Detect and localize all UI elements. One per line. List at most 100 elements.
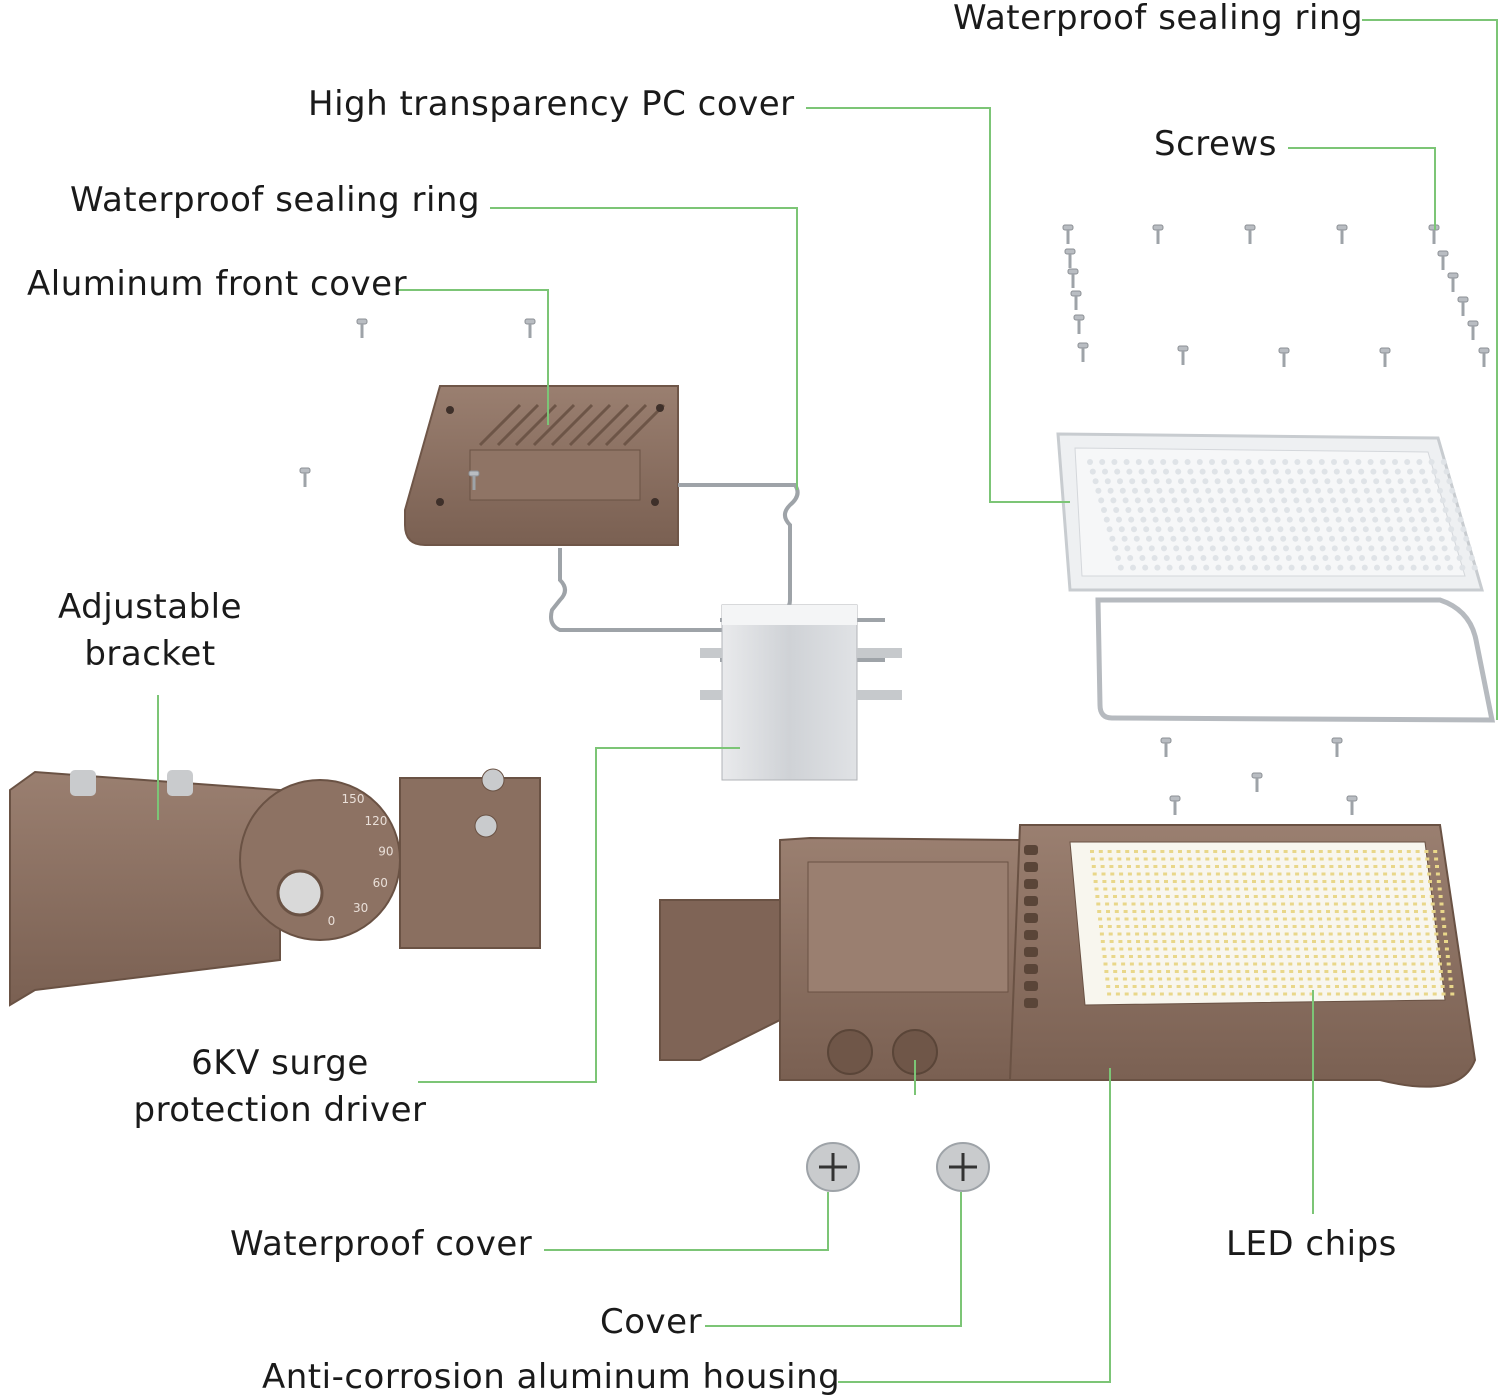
led-chip bbox=[1153, 865, 1158, 868]
led-chip bbox=[1182, 887, 1187, 891]
led-chip bbox=[1286, 947, 1291, 951]
led-chip bbox=[1361, 985, 1366, 988]
lens-bead bbox=[1225, 516, 1232, 523]
led-chip bbox=[1118, 865, 1123, 868]
led-chip bbox=[1100, 865, 1105, 868]
led-chip bbox=[1191, 962, 1196, 966]
lens-bead bbox=[1227, 564, 1234, 571]
led-chip bbox=[1268, 940, 1272, 943]
led-chip bbox=[1094, 887, 1099, 891]
led-chip bbox=[1359, 895, 1364, 898]
lens-bead bbox=[1136, 545, 1143, 552]
led-chip bbox=[1119, 872, 1124, 876]
led-chip bbox=[1249, 932, 1254, 936]
leader-front-cover bbox=[398, 289, 549, 425]
lens-bead bbox=[1297, 468, 1304, 475]
led-chip bbox=[1238, 985, 1243, 988]
led-chip bbox=[1228, 902, 1233, 906]
lens-bead bbox=[1154, 564, 1161, 571]
lens-bead bbox=[1430, 507, 1437, 513]
lens-bead bbox=[1204, 526, 1211, 533]
lens-bead bbox=[1149, 507, 1156, 513]
lens-bead bbox=[1171, 497, 1178, 504]
led-chip bbox=[1339, 872, 1344, 876]
lens-bead bbox=[1411, 526, 1418, 533]
lens-bead bbox=[1444, 555, 1451, 561]
led-chip bbox=[1426, 940, 1431, 943]
lens-bead bbox=[1400, 487, 1407, 494]
led-chip bbox=[1338, 865, 1343, 868]
led-chip bbox=[1215, 940, 1220, 943]
led-chip bbox=[1280, 970, 1285, 973]
led-chip bbox=[1209, 895, 1214, 898]
lens-bead bbox=[1432, 555, 1439, 561]
lens-bead bbox=[1282, 459, 1289, 465]
lens-bead bbox=[1407, 468, 1413, 475]
lens-bead bbox=[1294, 459, 1301, 465]
screw bbox=[1152, 224, 1164, 244]
led-chip bbox=[1174, 970, 1179, 973]
led-chip bbox=[1406, 992, 1411, 996]
led-chip bbox=[1293, 932, 1298, 936]
led-chip bbox=[1310, 925, 1315, 928]
lens-bead bbox=[1092, 478, 1099, 485]
led-chip bbox=[1343, 985, 1348, 988]
led-chip bbox=[1124, 917, 1129, 921]
led-chip bbox=[1404, 977, 1409, 981]
led-chip bbox=[1179, 932, 1184, 936]
led-chip bbox=[1122, 977, 1127, 981]
lens-bead bbox=[1357, 507, 1364, 513]
lens-bead bbox=[1361, 564, 1368, 571]
led-chip bbox=[1146, 955, 1151, 958]
lens-bead bbox=[1292, 535, 1299, 542]
led-chip bbox=[1247, 917, 1252, 921]
led-chip bbox=[1185, 910, 1190, 913]
lens-bead bbox=[1441, 545, 1448, 552]
led-chip bbox=[1296, 955, 1301, 958]
led-chip bbox=[1143, 857, 1148, 861]
lens-bead bbox=[1124, 545, 1131, 552]
lens-bead bbox=[1139, 555, 1146, 561]
led-chip bbox=[1114, 977, 1119, 981]
lens-bead bbox=[1336, 478, 1343, 485]
lens-bead bbox=[1353, 535, 1360, 542]
lens-bead bbox=[1179, 526, 1186, 533]
led-chip bbox=[1291, 992, 1296, 996]
led-chip bbox=[1295, 947, 1300, 951]
led-chip bbox=[1163, 947, 1168, 951]
lens-bead bbox=[1270, 545, 1277, 552]
led-chip bbox=[1356, 940, 1360, 943]
led-chip bbox=[1285, 865, 1290, 868]
led-chip bbox=[1179, 865, 1184, 868]
led-chip bbox=[1431, 910, 1436, 913]
led-chip bbox=[1120, 887, 1125, 891]
led-chip bbox=[1180, 947, 1185, 951]
led-chip bbox=[1379, 985, 1383, 988]
led-chip bbox=[1196, 932, 1201, 936]
lens-bead bbox=[1229, 487, 1236, 494]
led-chip bbox=[1283, 850, 1288, 853]
lens-bead bbox=[1287, 478, 1294, 485]
led-chip bbox=[1257, 925, 1262, 928]
led-chip bbox=[1355, 932, 1360, 936]
led-chip bbox=[1334, 977, 1339, 981]
lens-bead bbox=[1447, 564, 1454, 571]
led-chip bbox=[1262, 970, 1267, 973]
led-chip bbox=[1401, 955, 1406, 958]
led-chip bbox=[1438, 895, 1443, 898]
led-chip bbox=[1392, 880, 1397, 883]
led-chip bbox=[1170, 857, 1175, 861]
led-chip bbox=[1151, 850, 1156, 853]
lens-bead bbox=[1381, 507, 1388, 513]
led-chip bbox=[1245, 895, 1249, 898]
led-chip bbox=[1400, 872, 1405, 876]
led-chip bbox=[1413, 902, 1418, 906]
led-chip bbox=[1235, 962, 1240, 966]
lens-bead bbox=[1123, 459, 1130, 465]
lens-bead bbox=[1117, 478, 1123, 485]
fin-slot bbox=[1024, 930, 1038, 940]
led-chip bbox=[1117, 932, 1122, 936]
led-chip bbox=[1106, 910, 1110, 913]
lens-bead bbox=[1301, 526, 1308, 533]
led-chip bbox=[1357, 880, 1362, 883]
